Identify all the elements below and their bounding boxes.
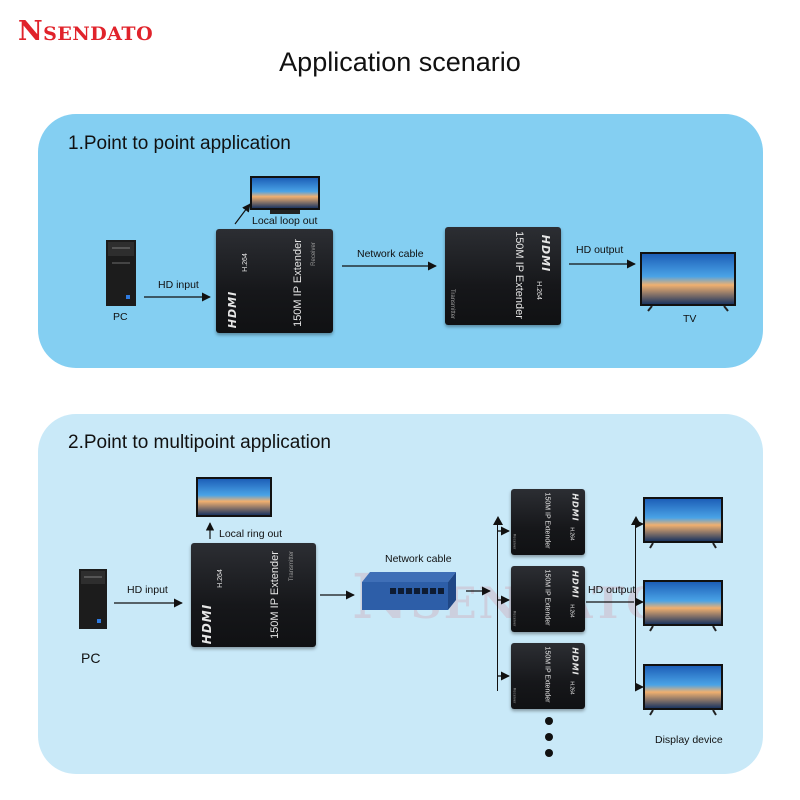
bus-arrow-2-icon — [497, 595, 510, 605]
loop-out-arrow-icon — [234, 203, 251, 225]
point-to-point-panel — [38, 114, 763, 368]
transmitter-role: Transmitter — [289, 550, 296, 582]
device2-model: 150M IP Extender — [512, 231, 525, 319]
hd-input-arrow-icon — [144, 292, 211, 302]
device2-hdmi-logo: HDMI — [539, 234, 553, 273]
display-device-label: Display device — [655, 734, 723, 746]
pc-tower-icon — [106, 240, 136, 306]
device1-role: Receiver — [310, 242, 317, 266]
page-title: Application scenario — [279, 47, 521, 77]
receiver2-model: 150M IP Extender — [543, 569, 551, 626]
device1-model: 150M IP Extender — [291, 239, 304, 327]
receiver-device-2: HDMI H.264 150M IP Extender Receiver — [511, 566, 585, 632]
hd-input-label: HD input — [158, 279, 199, 291]
hd-output-label-2: HD output — [588, 584, 636, 596]
hd-output-label: HD output — [576, 244, 624, 256]
receiver3-hdmi-logo: HDMI — [570, 647, 580, 676]
brand-logo: Nsendato — [18, 16, 154, 47]
display-device-1-icon — [643, 497, 723, 549]
display-device-3-icon — [643, 664, 723, 716]
ip-extender-device-1: HDMI H.264 150M IP Extender Receiver — [216, 229, 333, 333]
display-device-2-icon — [643, 580, 723, 632]
hd-output-arrow-icon-2 — [586, 601, 634, 603]
pc-label-2: PC — [81, 650, 101, 666]
bus-top-arrow-icon — [493, 516, 503, 525]
hd-input-label-2: HD input — [127, 584, 168, 596]
device1-codec: H.264 — [241, 253, 249, 272]
section1-title: 1.Point to point application — [68, 133, 291, 154]
to-switch-arrow-icon — [320, 590, 355, 600]
transmitter-model: 150M IP Extender — [268, 551, 281, 639]
receiver-device-3: HDMI H.264 150M IP Extender Receiver — [511, 643, 585, 709]
more-receivers-dots-icon — [545, 717, 553, 757]
receiver1-role: Receiver — [512, 533, 518, 550]
device1-hdmi-logo: HDMI — [226, 290, 240, 329]
ip-extender-transmitter: HDMI H.264 150M IP Extender Transmitter — [191, 543, 316, 647]
to-receivers-arrow-icon — [466, 586, 491, 596]
local-loop-out-label: Local loop out — [252, 215, 318, 227]
receiver2-role: Receiver — [512, 610, 518, 627]
bus-arrow-3-icon — [497, 671, 510, 681]
display-arrow-3-icon — [635, 682, 644, 692]
receiver-bus-line — [497, 523, 499, 691]
display-arrow-1-icon — [635, 519, 644, 529]
device2-codec: H.264 — [534, 281, 542, 300]
pc-tower-icon-2 — [79, 569, 107, 629]
network-switch-icon — [362, 572, 456, 610]
network-cable-label: Network cable — [357, 248, 424, 260]
tv-label: TV — [683, 313, 697, 325]
receiver-device-1: HDMI H.264 150M IP Extender Receiver — [511, 489, 585, 555]
receiver3-codec: H.264 — [568, 681, 575, 695]
transmitter-hdmi-logo: HDMI — [200, 603, 215, 645]
bus-arrow-1-icon — [497, 526, 510, 536]
tv-icon — [640, 252, 736, 312]
hd-input-arrow-icon-2 — [114, 598, 183, 608]
network-cable-label-2: Network cable — [385, 553, 452, 565]
receiver3-model: 150M IP Extender — [543, 646, 551, 703]
receiver2-hdmi-logo: HDMI — [570, 570, 580, 599]
receiver1-hdmi-logo: HDMI — [570, 493, 580, 522]
ring-out-arrow-icon — [205, 522, 215, 539]
local-monitor-icon — [250, 176, 320, 214]
section2-title: 2.Point to multipoint application — [68, 432, 331, 453]
receiver1-model: 150M IP Extender — [543, 492, 551, 549]
receiver2-codec: H.264 — [568, 604, 575, 618]
local-ring-out-label: Local ring out — [219, 528, 283, 540]
ip-extender-device-2: HDMI H.264 150M IP Extender Transmitter — [445, 227, 561, 325]
hd-output-arrow-icon — [569, 259, 636, 269]
receiver3-role: Receiver — [512, 687, 518, 704]
pc-label: PC — [113, 311, 128, 323]
display-arrow-2-icon — [635, 597, 644, 607]
transmitter-codec: H.264 — [216, 569, 224, 588]
device2-role: Transmitter — [449, 288, 456, 320]
local-monitor-icon-2 — [196, 477, 272, 517]
receiver1-codec: H.264 — [568, 527, 575, 541]
network-cable-arrow-icon — [342, 261, 437, 271]
